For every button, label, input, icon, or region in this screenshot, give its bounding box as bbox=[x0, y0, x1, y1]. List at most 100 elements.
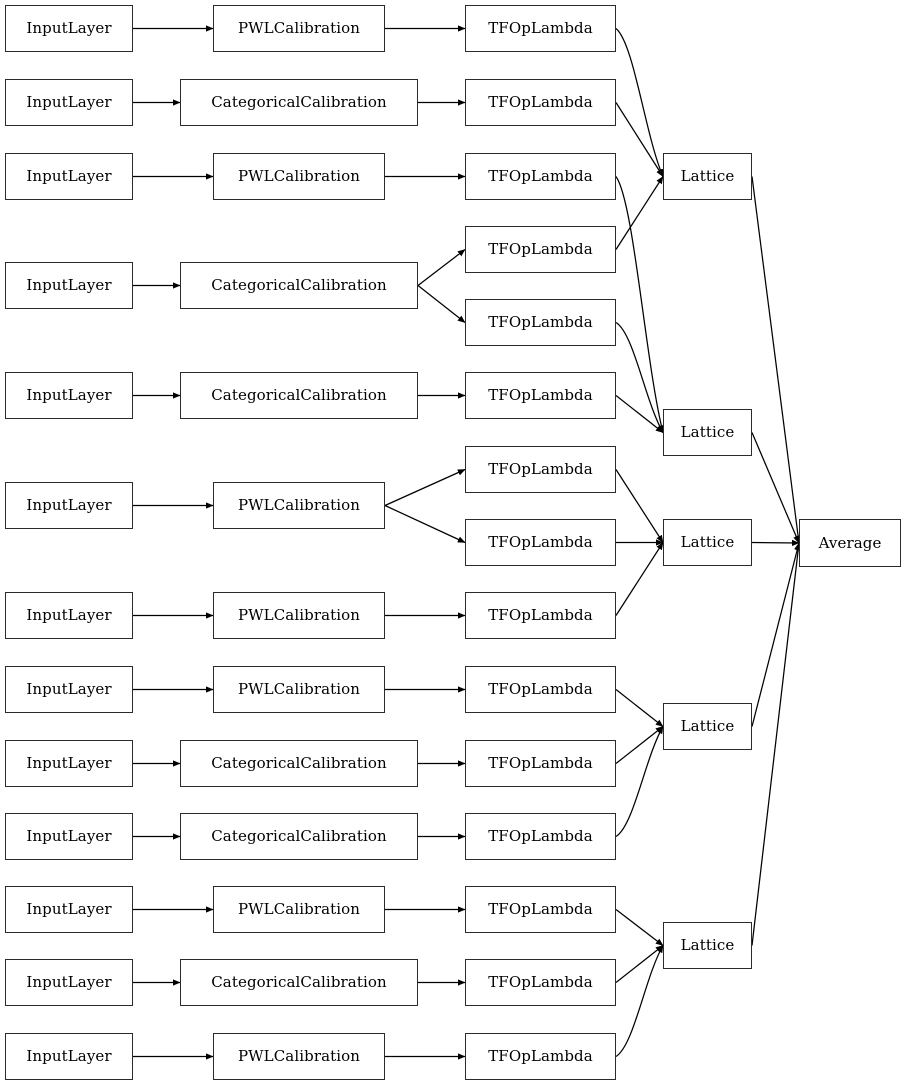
node-label: PWLCalibration bbox=[237, 167, 361, 185]
node-label: TFOpLambda bbox=[488, 900, 593, 918]
node-op2[interactable]: TFOpLambda bbox=[465, 79, 616, 126]
node-lat4[interactable]: Lattice bbox=[663, 703, 752, 750]
node-cal8[interactable]: PWLCalibration bbox=[213, 666, 385, 713]
node-cal12[interactable]: CategoricalCalibration bbox=[180, 959, 418, 1006]
node-cal6[interactable]: PWLCalibration bbox=[213, 482, 385, 529]
node-op1[interactable]: TFOpLambda bbox=[465, 5, 616, 52]
node-cal9[interactable]: CategoricalCalibration bbox=[180, 740, 418, 787]
node-op12[interactable]: TFOpLambda bbox=[465, 813, 616, 860]
node-label: PWLCalibration bbox=[237, 680, 361, 698]
node-lat2[interactable]: Lattice bbox=[663, 409, 752, 456]
node-label: CategoricalCalibration bbox=[211, 93, 387, 111]
node-label: InputLayer bbox=[26, 276, 112, 294]
node-label: TFOpLambda bbox=[488, 973, 593, 991]
node-cal11[interactable]: PWLCalibration bbox=[213, 886, 385, 933]
node-label: InputLayer bbox=[26, 19, 112, 37]
edge-op1-to-lat1 bbox=[615, 28, 664, 178]
node-label: TFOpLambda bbox=[488, 606, 593, 624]
node-label: TFOpLambda bbox=[488, 19, 593, 37]
node-label: InputLayer bbox=[26, 827, 112, 845]
node-label: CategoricalCalibration bbox=[211, 276, 387, 294]
node-label: TFOpLambda bbox=[488, 1047, 593, 1065]
node-in5[interactable]: InputLayer bbox=[5, 372, 133, 419]
node-cal3[interactable]: PWLCalibration bbox=[213, 153, 385, 200]
node-in7[interactable]: InputLayer bbox=[5, 592, 133, 639]
node-label: TFOpLambda bbox=[488, 680, 593, 698]
node-op11[interactable]: TFOpLambda bbox=[465, 740, 616, 787]
node-op13[interactable]: TFOpLambda bbox=[465, 886, 616, 933]
node-label: TFOpLambda bbox=[488, 754, 593, 772]
edge-op4-to-lat1 bbox=[615, 175, 664, 250]
node-label: InputLayer bbox=[26, 496, 112, 514]
node-lat5[interactable]: Lattice bbox=[663, 922, 752, 969]
node-op6[interactable]: TFOpLambda bbox=[465, 372, 616, 419]
node-op10[interactable]: TFOpLambda bbox=[465, 666, 616, 713]
node-cal7[interactable]: PWLCalibration bbox=[213, 592, 385, 639]
node-label: TFOpLambda bbox=[488, 240, 593, 258]
node-cal2[interactable]: CategoricalCalibration bbox=[180, 79, 418, 126]
node-label: Lattice bbox=[680, 717, 735, 735]
node-op5[interactable]: TFOpLambda bbox=[465, 299, 616, 346]
node-label: Lattice bbox=[680, 423, 735, 441]
edge-op12-to-lat4 bbox=[615, 725, 664, 838]
node-cal4[interactable]: CategoricalCalibration bbox=[180, 262, 418, 309]
node-cal1[interactable]: PWLCalibration bbox=[213, 5, 385, 52]
node-label: PWLCalibration bbox=[237, 900, 361, 918]
node-label: TFOpLambda bbox=[488, 827, 593, 845]
node-in2[interactable]: InputLayer bbox=[5, 79, 133, 126]
node-op9[interactable]: TFOpLambda bbox=[465, 592, 616, 639]
node-label: TFOpLambda bbox=[488, 93, 593, 111]
node-in3[interactable]: InputLayer bbox=[5, 153, 133, 200]
node-lat3[interactable]: Lattice bbox=[663, 519, 752, 566]
edge-op6-to-lat2 bbox=[615, 395, 664, 433]
node-avg[interactable]: Average bbox=[799, 519, 901, 567]
node-in11[interactable]: InputLayer bbox=[5, 886, 133, 933]
node-in12[interactable]: InputLayer bbox=[5, 959, 133, 1006]
node-label: Average bbox=[818, 533, 882, 552]
node-cal5[interactable]: CategoricalCalibration bbox=[180, 372, 418, 419]
edge-op9-to-lat3 bbox=[615, 541, 664, 616]
node-label: InputLayer bbox=[26, 680, 112, 698]
node-label: PWLCalibration bbox=[237, 606, 361, 624]
node-op15[interactable]: TFOpLambda bbox=[465, 1033, 616, 1080]
node-in6[interactable]: InputLayer bbox=[5, 482, 133, 529]
node-label: InputLayer bbox=[26, 606, 112, 624]
edge-lat2-to-avg bbox=[751, 432, 800, 544]
edge-cal4-to-op5 bbox=[417, 285, 466, 323]
node-in4[interactable]: InputLayer bbox=[5, 262, 133, 309]
node-in1[interactable]: InputLayer bbox=[5, 5, 133, 52]
node-label: TFOpLambda bbox=[488, 460, 593, 478]
node-in9[interactable]: InputLayer bbox=[5, 740, 133, 787]
edge-lat3-to-avg bbox=[751, 539, 800, 547]
edge-op10-to-lat4 bbox=[615, 689, 664, 727]
node-cal10[interactable]: CategoricalCalibration bbox=[180, 813, 418, 860]
node-op14[interactable]: TFOpLambda bbox=[465, 959, 616, 1006]
node-lat1[interactable]: Lattice bbox=[663, 153, 752, 200]
node-in13[interactable]: InputLayer bbox=[5, 1033, 133, 1080]
node-cal13[interactable]: PWLCalibration bbox=[213, 1033, 385, 1080]
edge-op11-to-lat4 bbox=[615, 726, 664, 764]
edge-cal6-to-op7 bbox=[384, 468, 466, 507]
node-label: Lattice bbox=[680, 167, 735, 185]
edge-lat4-to-avg bbox=[751, 542, 801, 727]
node-op4[interactable]: TFOpLambda bbox=[465, 226, 616, 273]
edge-op15-to-lat5 bbox=[615, 944, 664, 1058]
node-op8[interactable]: TFOpLambda bbox=[465, 519, 616, 566]
node-label: PWLCalibration bbox=[237, 1047, 361, 1065]
node-label: TFOpLambda bbox=[488, 167, 593, 185]
node-op7[interactable]: TFOpLambda bbox=[465, 446, 616, 493]
node-label: InputLayer bbox=[26, 167, 112, 185]
node-op3[interactable]: TFOpLambda bbox=[465, 153, 616, 200]
node-label: TFOpLambda bbox=[488, 533, 593, 551]
node-label: PWLCalibration bbox=[237, 19, 361, 37]
node-label: InputLayer bbox=[26, 900, 112, 918]
node-label: InputLayer bbox=[26, 1047, 112, 1065]
edge-op7-to-lat3 bbox=[615, 469, 664, 544]
node-label: CategoricalCalibration bbox=[211, 386, 387, 404]
node-label: InputLayer bbox=[26, 93, 112, 111]
edge-op5-to-lat2 bbox=[615, 321, 664, 434]
node-in8[interactable]: InputLayer bbox=[5, 666, 133, 713]
node-in10[interactable]: InputLayer bbox=[5, 813, 133, 860]
